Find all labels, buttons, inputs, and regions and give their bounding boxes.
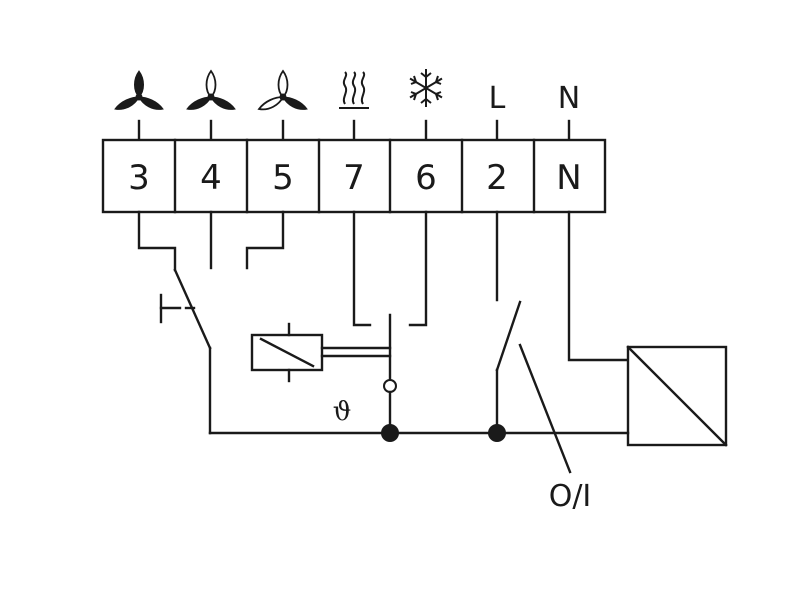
heating-icon — [339, 71, 369, 109]
fan-speed-switch — [137, 210, 285, 435]
fan-speed-2-icon — [186, 69, 236, 110]
terminal-6: 6 — [415, 158, 437, 198]
label-L: L — [489, 81, 506, 116]
terminal-block — [101, 138, 607, 214]
terminal-N: N — [556, 158, 581, 198]
terminal-3: 3 — [128, 158, 150, 198]
terminal-leads — [137, 119, 571, 142]
on-off-label: O/I — [549, 479, 592, 514]
fan-speed-1-icon — [114, 70, 164, 110]
on-off-switch — [495, 210, 572, 474]
label-N: N — [558, 81, 580, 116]
junction-dot — [488, 424, 506, 442]
terminal-4: 4 — [200, 158, 222, 198]
terminal-2: 2 — [486, 158, 508, 198]
thermostat-symbol: ϑ — [333, 397, 352, 427]
terminal-7: 7 — [343, 158, 365, 198]
load-device — [626, 345, 728, 447]
neutral-wire — [567, 210, 630, 362]
fan-speed-3-icon — [257, 69, 308, 111]
cooling-icon — [409, 69, 443, 107]
thermostat-actuator — [250, 322, 392, 383]
thermostat-contact — [383, 379, 397, 393]
terminal-5: 5 — [272, 158, 294, 198]
junction-dot — [381, 424, 399, 442]
